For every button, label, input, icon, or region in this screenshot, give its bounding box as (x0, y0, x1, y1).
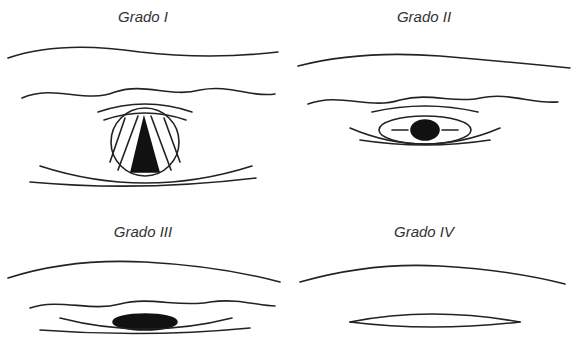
vocal-cord (392, 129, 408, 131)
tongue-line (298, 54, 570, 68)
grade-label: Grado III (114, 223, 172, 241)
glottis-outline (379, 116, 471, 144)
tongue-line (300, 265, 565, 284)
tongue-line (8, 261, 280, 282)
vocal-cord (164, 118, 180, 162)
vocal-cord (110, 118, 125, 162)
vocal-cord (151, 116, 171, 170)
grade-label: Grado II (397, 8, 451, 26)
lower-line (30, 178, 256, 186)
vocal-cord (118, 116, 138, 170)
arytenoid-line (40, 166, 252, 183)
vocal-cord (442, 129, 458, 131)
lower-line (40, 328, 250, 334)
glottis-outline (111, 108, 179, 176)
epiglottis-line (22, 88, 275, 98)
lower-line (360, 140, 490, 145)
soft-palate-line (350, 322, 520, 327)
grade-label: Grado I (118, 8, 168, 26)
epiglottis-line (308, 96, 558, 104)
epiglottis-line (30, 301, 275, 308)
arytenoid-line (350, 128, 500, 144)
arytenoid-line (60, 318, 232, 329)
glottis-opening (411, 120, 439, 140)
tongue-line (8, 47, 278, 58)
epiglottis-edge (372, 106, 478, 112)
soft-palate-line (350, 314, 520, 322)
grade-label: Grado IV (394, 223, 454, 241)
